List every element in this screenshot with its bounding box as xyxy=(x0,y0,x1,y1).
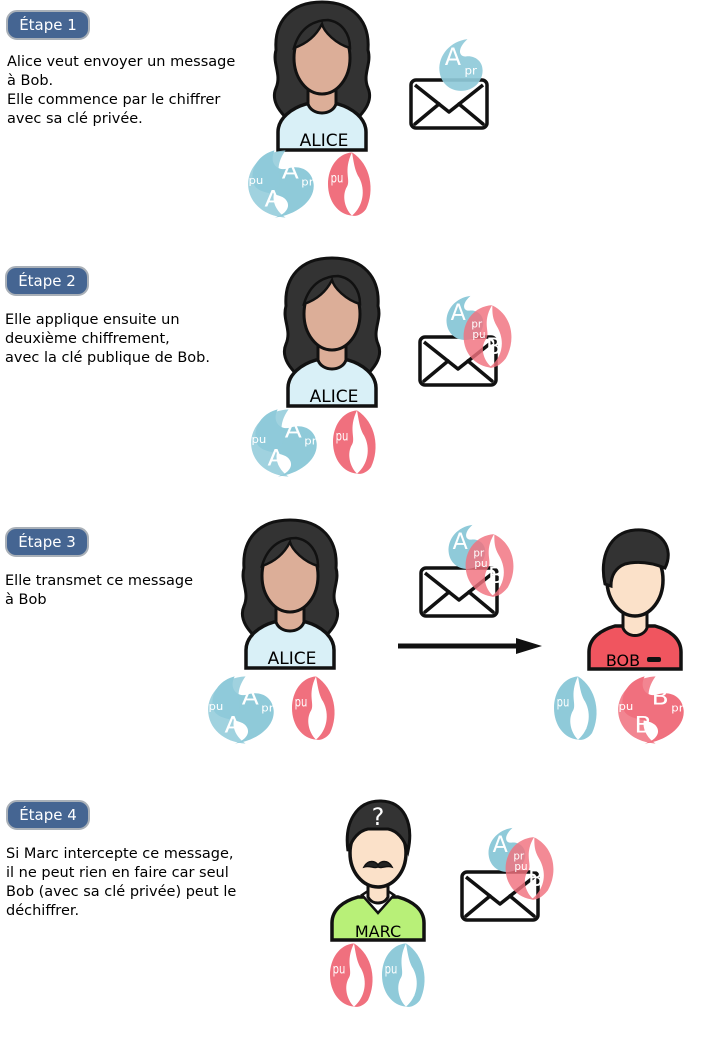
key-subscript: pu xyxy=(333,961,346,977)
step-description-4: Si Marc intercepte ce message, il ne peu… xyxy=(6,845,256,921)
bob-public-key-icon: pu B xyxy=(333,410,376,474)
bob-public-key-icon: pu B xyxy=(292,676,335,740)
key-subscript: pr xyxy=(471,319,483,331)
step-badge-2: Étape 2 xyxy=(5,266,89,296)
key-letter: A xyxy=(225,712,243,738)
key-subscript: pu xyxy=(472,329,485,341)
alice-avatar-2: ALICE xyxy=(282,256,382,408)
key-subscript: pu xyxy=(331,170,344,186)
alice-public-key-icon: pu A xyxy=(554,676,597,740)
key-subscript: pr xyxy=(473,548,485,560)
step-4-line-2: il ne peut rien en faire car seul xyxy=(6,865,229,881)
step-badge-4: Étape 4 xyxy=(6,800,90,830)
key-letter: B xyxy=(486,334,501,360)
bob-name-label: BOB xyxy=(606,651,640,670)
alice-avatar-1: ALICE xyxy=(272,0,372,152)
step-badge-3: Étape 3 xyxy=(5,527,89,557)
alice-name-label: ALICE xyxy=(268,649,317,669)
bob-keypair-icon: B pr pu B xyxy=(618,676,684,744)
key-letter: B xyxy=(488,563,503,589)
bob-public-key-icon: pu B xyxy=(328,152,371,216)
step-4-line-4: déchiffrer. xyxy=(6,903,80,919)
key-subscript: pu xyxy=(385,961,398,977)
step-2-line-3: avec la clé publique de Bob. xyxy=(5,350,210,366)
key-letter: A xyxy=(493,832,508,858)
step-1-line-1: Alice veut envoyer un message xyxy=(7,54,236,70)
alice-keypair-icon: A pr pu A xyxy=(208,676,274,744)
key-letter: B xyxy=(635,712,652,738)
key-letter: A xyxy=(268,445,286,471)
marc-name-label: MARC xyxy=(355,922,401,941)
bob-public-key-icon: pu B xyxy=(330,943,373,1007)
key-letter: B xyxy=(311,707,324,736)
step-4-line-1: Si Marc intercepte ce message, xyxy=(6,846,234,862)
key-subscript: pu xyxy=(557,694,570,710)
alice-name-label: ALICE xyxy=(300,131,349,151)
step-4-line-3: Bob (avec sa clé privée) peut le xyxy=(6,884,237,900)
key-letter: A xyxy=(285,417,303,443)
key-letter: A xyxy=(453,529,468,555)
alice-private-key-icon: A pr xyxy=(439,39,483,91)
key-letter: A xyxy=(445,43,462,71)
key-subscript: pu xyxy=(252,434,267,446)
key-letter: B xyxy=(349,974,362,1003)
step-2-line-2: deuxième chiffrement, xyxy=(5,331,170,347)
key-letter: B xyxy=(352,441,365,470)
alice-name-label: ALICE xyxy=(310,387,359,407)
key-subscript: pr xyxy=(301,176,314,188)
step-badge-1: Étape 1 xyxy=(6,10,90,40)
step-1-line-2: à Bob. xyxy=(7,73,54,89)
key-letter: A xyxy=(242,684,260,710)
step-3-line-2: à Bob xyxy=(5,592,47,608)
step-2-line-1: Elle applique ensuite un xyxy=(5,312,180,328)
alice-avatar-3: ALICE xyxy=(240,518,340,670)
key-subscript: pu xyxy=(514,861,527,873)
key-letter: A xyxy=(282,158,300,184)
key-letter: A xyxy=(451,300,466,326)
key-subscript: pr xyxy=(261,702,274,714)
question-mark-icon: ? xyxy=(372,803,385,831)
key-letter: B xyxy=(347,183,360,212)
key-letter: A xyxy=(265,186,283,212)
key-subscript: pu xyxy=(474,558,487,570)
double-encryption-keys-icon: A pr pu B xyxy=(446,295,512,368)
step-description-1: Alice veut envoyer un message à Bob. Ell… xyxy=(7,53,257,129)
alice-keypair-icon: A pr pu A xyxy=(248,150,314,218)
key-letter: A xyxy=(574,707,588,736)
bob-avatar: BOB xyxy=(587,528,683,671)
alice-keypair-icon: A pr pu A xyxy=(251,409,317,477)
key-letter: A xyxy=(402,974,416,1003)
key-subscript: pu xyxy=(619,701,634,713)
key-subscript: pu xyxy=(249,175,264,187)
transmission-arrow xyxy=(398,638,542,654)
key-subscript: pu xyxy=(295,694,308,710)
key-letter: B xyxy=(652,684,669,710)
step-description-2: Elle applique ensuite un deuxième chiffr… xyxy=(5,311,255,368)
key-subscript: pr xyxy=(671,702,684,714)
key-letter: B xyxy=(528,866,543,892)
key-subscript: pr xyxy=(304,435,317,447)
step-1-line-3: Elle commence par le chiffrer xyxy=(7,92,221,108)
step-description-3: Elle transmet ce message à Bob xyxy=(5,572,255,610)
key-subscript: pu xyxy=(209,701,224,713)
key-subscript: pr xyxy=(465,64,478,78)
step-3-line-1: Elle transmet ce message xyxy=(5,573,194,589)
step-1-line-4: avec sa clé privée. xyxy=(7,111,143,127)
double-encryption-keys-icon: A pr pu B xyxy=(448,524,514,597)
double-encryption-keys-icon: A pr pu B xyxy=(488,827,554,900)
alice-public-key-icon: pu A xyxy=(382,943,425,1007)
key-subscript: pu xyxy=(336,428,349,444)
key-subscript: pr xyxy=(513,851,525,863)
marc-avatar: ? MARC xyxy=(330,799,426,942)
